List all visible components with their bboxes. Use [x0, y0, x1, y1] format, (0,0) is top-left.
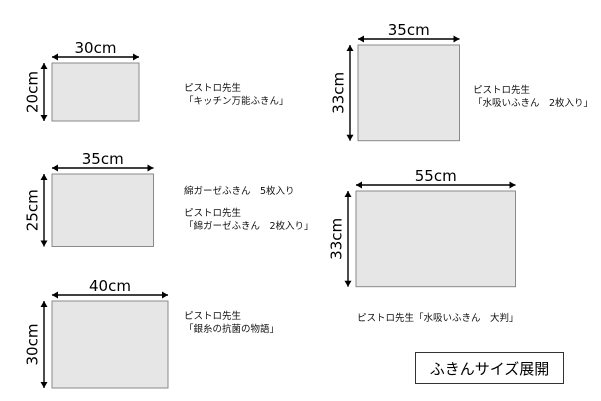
- caption-line: ピストロ先生: [473, 85, 531, 96]
- height-arrow-4-head-start: [346, 45, 354, 51]
- height-label-4: 33cm: [330, 72, 348, 114]
- caption-line: ピストロ先生: [184, 83, 242, 94]
- towel-rect-2: [51, 173, 154, 247]
- caption-line: 綿ガーゼふきん 5枚入り: [184, 186, 295, 197]
- caption-item-3: ピストロ先生 「銀糸の抗菌の物語」: [184, 310, 279, 336]
- caption-line: 「銀糸の抗菌の物語」: [184, 324, 280, 335]
- caption-line: 「水吸いふきん 2枚入り」: [473, 98, 594, 109]
- width-arrow-4-head-end: [453, 35, 460, 43]
- caption-line: ピストロ先生: [184, 208, 242, 219]
- caption-line: 「キッチン万能ふきん」: [184, 96, 289, 107]
- width-arrow-4-head-start: [358, 35, 364, 43]
- towel-rect-1: [51, 62, 140, 122]
- height-arrow-2-head-end: [40, 240, 48, 247]
- height-arrow-5-head-end: [344, 280, 352, 287]
- towel-rect-5: [355, 190, 516, 288]
- width-arrow-2-head-end: [147, 164, 154, 172]
- height-arrow-1-head-start: [40, 63, 48, 69]
- width-arrow-5-head-end: [509, 181, 516, 189]
- height-label-1: 20cm: [24, 71, 42, 113]
- caption-line: [184, 198, 314, 207]
- height-label-2: 25cm: [24, 189, 42, 231]
- caption-line: ピストロ先生「水吸いふきん 大判」: [357, 313, 519, 324]
- chart-title: ふきんサイズ展開: [415, 352, 564, 384]
- width-label-4: 35cm: [388, 21, 430, 39]
- caption-item-4: ピストロ先生 「水吸いふきん 2枚入り」: [473, 84, 593, 110]
- width-arrow-3-head-start: [52, 291, 58, 299]
- caption-line: ピストロ先生: [184, 311, 242, 322]
- caption-item-5: ピストロ先生「水吸いふきん 大判」: [357, 312, 519, 325]
- towel-rect-3: [51, 300, 169, 389]
- height-arrow-2-head-start: [40, 174, 48, 180]
- height-arrow-5-head-start: [344, 191, 352, 197]
- towel-rect-4: [357, 44, 460, 142]
- height-arrow-3-head-start: [40, 301, 48, 307]
- width-label-1: 30cm: [75, 39, 117, 57]
- width-arrow-2-head-start: [52, 164, 58, 172]
- height-label-5: 33cm: [328, 218, 346, 260]
- width-arrow-1-head-start: [52, 53, 58, 61]
- width-label-5: 55cm: [415, 167, 457, 185]
- width-arrow-5-head-start: [356, 181, 362, 189]
- width-label-2: 35cm: [82, 150, 124, 168]
- width-label-3: 40cm: [89, 277, 131, 295]
- height-arrow-1-head-end: [40, 115, 48, 121]
- caption-item-1: ピストロ先生 「キッチン万能ふきん」: [184, 82, 289, 108]
- height-label-3: 30cm: [24, 324, 42, 366]
- caption-item-2: 綿ガーゼふきん 5枚入り ピストロ先生 「綿ガーゼふきん 2枚入り」: [184, 185, 314, 233]
- width-arrow-1-head-end: [133, 53, 139, 61]
- caption-line: 「綿ガーゼふきん 2枚入り」: [184, 221, 314, 232]
- height-arrow-3-head-end: [40, 382, 48, 388]
- width-arrow-3-head-end: [162, 291, 168, 299]
- height-arrow-4-head-end: [346, 134, 354, 141]
